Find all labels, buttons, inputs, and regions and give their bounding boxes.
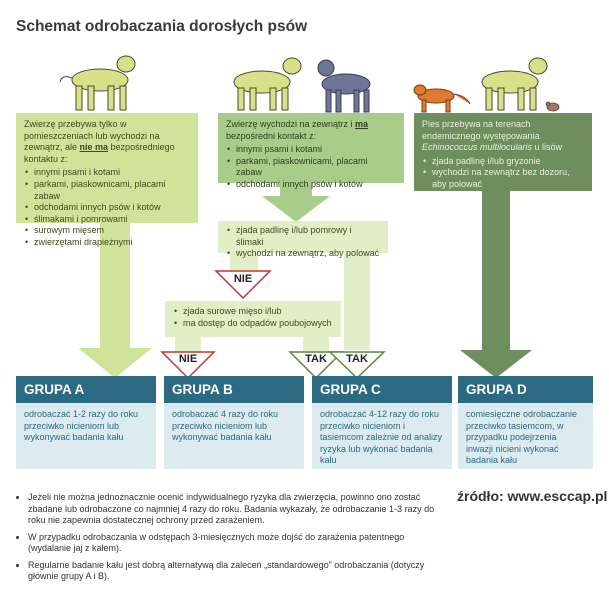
box-a-emphasis: nie ma [79, 142, 109, 153]
nie-label-1: NIE [233, 273, 253, 285]
group-c-body: odrobaczać 4-12 razy do roku przeciwko n… [312, 403, 452, 469]
box-indoor-dog: Zwierzę przebywa tylko w pomieszczeniach… [16, 113, 198, 248]
box-a-intro-end: bezpośredniego kontaktu z: [24, 142, 175, 164]
list-item: surowym mięsem [25, 225, 190, 237]
box-c-species: Echinococcus multilocularis [422, 142, 533, 153]
box-b-intro-end: bezpośredni kontakt z: [226, 130, 317, 141]
list-item: wychodzi na zewnątrz bez dozoru, aby pol… [423, 167, 584, 190]
nie-triangle-2 [160, 351, 216, 380]
box-c-list: zjada padlinę i/lub gryzonie wychodzi na… [422, 156, 584, 191]
nie-label-2: NIE [178, 353, 198, 365]
footnote-item: Regularne badanie kału jest dobrą altern… [28, 560, 436, 583]
dog-illustration-d [481, 57, 548, 111]
arrow-a-head [78, 348, 152, 378]
question-1-list: zjada padlinę i/lub pomrowy i ślimaki wy… [226, 225, 380, 260]
footnote-item: Jeżeli nie można jednoznacznie ocenić in… [28, 492, 436, 527]
list-item: parkami, piaskownicami, placami zabaw [227, 156, 396, 179]
mouse-illustration [545, 101, 560, 112]
dog-illustration-b2 [317, 59, 371, 113]
list-item: zwierzętami drapieżnymi [25, 237, 190, 249]
group-b-header: GRUPA B [164, 376, 304, 403]
tak-label-1: TAK [305, 353, 327, 365]
list-item: zjada surowe mięso i/lub [174, 306, 333, 318]
list-item: zjada padlinę i/lub gryzonie [423, 156, 584, 168]
arrow-d-shaft [482, 190, 510, 354]
list-item: zjada padlinę i/lub pomrowy i ślimaki [227, 225, 380, 248]
box-outdoor-dog: Zwierzę wychodzi na zewnątrz i ma bezpoś… [218, 113, 404, 190]
source-credit: źródło: www.esccap.pl [457, 488, 608, 504]
tak-triangle-2 [328, 351, 386, 380]
footnote-item: W przypadku odrobaczania w odstępach 3-m… [28, 532, 436, 555]
arrow-b-head [262, 196, 330, 222]
question-box-hunting: zjada padlinę i/lub pomrowy i ślimaki wy… [218, 221, 388, 259]
box-endemic-dog: Pies przebywa na terenach endemicznego w… [414, 113, 592, 191]
list-item: innymi psami i kotami [227, 144, 396, 156]
box-c-intro: Pies przebywa na terenach endemicznego w… [422, 119, 540, 141]
list-item: parkami, piaskownicami, placami zabaw [25, 179, 190, 202]
list-item: odchodami innych psów i kotów [227, 179, 396, 191]
arrow-q1-tak [344, 252, 370, 350]
tak-label-2: TAK [346, 353, 368, 365]
fox-illustration [413, 84, 471, 113]
box-a-intro: Zwierzę przebywa tylko w pomieszczeniach… [24, 119, 160, 153]
box-b-emphasis: ma [355, 119, 369, 129]
box-b-list: innymi psami i kotami parkami, piaskowni… [226, 144, 396, 190]
group-c-header: GRUPA C [312, 376, 452, 403]
group-d-header: GRUPA D [458, 376, 593, 403]
box-a-list: innymi psami i kotami parkami, piaskowni… [24, 167, 190, 248]
box-b-intro: Zwierzę wychodzi na zewnątrz i [226, 119, 356, 129]
dog-illustration-a [59, 55, 136, 111]
question-2-list: zjada surowe mięso i/lub ma dostęp do od… [173, 306, 333, 329]
list-item: ślimakami i pomrowami [25, 214, 190, 226]
page-title: Schemat odrobaczania dorosłych psów [16, 18, 308, 35]
group-d-body: comiesięczne odrobaczanie przeciwko tasi… [458, 403, 593, 469]
tak-triangle-1 [288, 351, 344, 380]
question-box-raw-meat: zjada surowe mięso i/lub ma dostęp do od… [165, 301, 341, 337]
list-item: innymi psami i kotami [25, 167, 190, 179]
group-a-header: GRUPA A [16, 376, 156, 403]
list-item: wychodzi na zewnątrz, aby polować [227, 248, 380, 260]
group-a-body: odrobaczać 1-2 razy do roku przeciwko ni… [16, 403, 156, 469]
arrow-d-head [460, 350, 532, 378]
footnotes: Jeżeli nie można jednoznacznie ocenić in… [16, 492, 436, 588]
dog-illustration-b1 [233, 57, 302, 111]
list-item: odchodami innych psów i kotów [25, 202, 190, 214]
nie-triangle-1 [214, 270, 272, 300]
box-c-intro-end: u lisów [532, 142, 563, 153]
list-item: ma dostęp do odpadów poubojowych [174, 318, 333, 330]
group-b-body: odrobaczać 4 razy do roku przeciwko nici… [164, 403, 304, 469]
